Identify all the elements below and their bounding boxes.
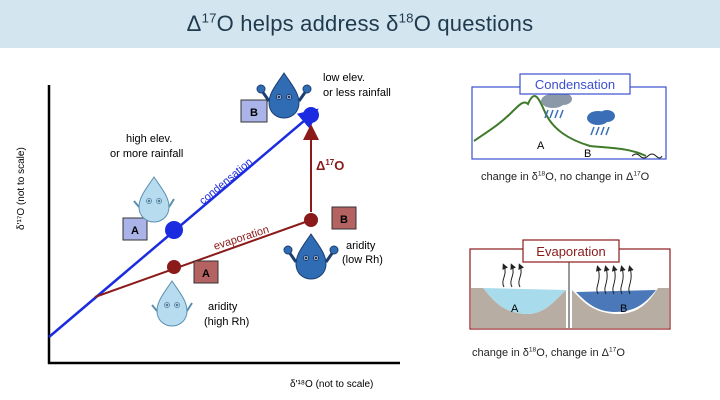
page-title: Δ17O helps address δ18O questions bbox=[187, 11, 534, 37]
evaporation-arrows-a-icon bbox=[502, 263, 524, 288]
condensation-title-box bbox=[519, 73, 631, 95]
svg-text:B: B bbox=[340, 214, 348, 226]
condensation-point-a-label: A bbox=[537, 140, 545, 152]
title-bar: Δ17O helps address δ18O questions bbox=[0, 0, 720, 48]
condensation-title: Condensation bbox=[535, 77, 615, 92]
evaporation-panel: A B Evaporation bbox=[469, 239, 671, 330]
svg-text:A: A bbox=[202, 268, 210, 280]
x-axis-label: δ'¹⁸O (not to scale) bbox=[290, 379, 373, 390]
badge-a-blue: A bbox=[122, 217, 148, 241]
badge-a-red: A bbox=[193, 260, 219, 284]
condensation-line-label: condensation bbox=[197, 156, 255, 207]
condensation-panel: A B Condensation bbox=[471, 73, 667, 160]
droplet-strong-blue-icon bbox=[256, 72, 312, 119]
badge-b-blue: B bbox=[240, 99, 268, 123]
badge-b-red: B bbox=[331, 206, 357, 230]
evaporation-point-a bbox=[167, 260, 181, 274]
condensation-point-b bbox=[303, 107, 319, 123]
evaporation-point-b-label: B bbox=[620, 303, 627, 315]
title-sup-18: 18 bbox=[398, 10, 414, 26]
y-axis-label: δ'¹⁷O (not to scale) bbox=[16, 147, 27, 230]
condensation-point-b-label: B bbox=[584, 148, 591, 160]
svg-text:A: A bbox=[131, 225, 139, 237]
low-elev-label: low elev. or less rainfall bbox=[323, 72, 391, 99]
droplet-strong-red-icon bbox=[283, 233, 339, 280]
aridity-high-label: aridity (high Rh) bbox=[204, 301, 249, 328]
droplet-weak-blue-icon bbox=[133, 176, 175, 223]
condensation-point-a bbox=[165, 221, 183, 239]
title-delta: Δ bbox=[186, 11, 202, 36]
delta17o-arrow-label: Δ17O bbox=[316, 158, 344, 173]
cloud-blue-icon bbox=[587, 110, 615, 136]
droplet-weak-red-icon bbox=[151, 280, 193, 327]
title-end: O questions bbox=[413, 11, 534, 36]
condensation-caption: change in δ18O, no change in Δ17O bbox=[481, 170, 650, 183]
evaporation-point-a-label: A bbox=[511, 303, 519, 315]
high-elev-label: high elev. or more rainfall bbox=[110, 133, 183, 160]
evaporation-line bbox=[94, 219, 312, 298]
evaporation-title-box bbox=[522, 239, 620, 263]
evaporation-point-b bbox=[304, 213, 318, 227]
main-axes bbox=[47, 85, 400, 365]
evaporation-title: Evaporation bbox=[536, 244, 605, 259]
cloud-dark-icon bbox=[541, 93, 572, 119]
title-mid: O helps address δ bbox=[216, 11, 399, 36]
evaporation-caption: change in δ18O, change in Δ17O bbox=[472, 346, 625, 359]
aridity-low-label: aridity (low Rh) bbox=[342, 240, 383, 266]
title-sup-17: 17 bbox=[201, 10, 217, 26]
evaporation-arrows-b-icon bbox=[595, 265, 634, 295]
svg-text:B: B bbox=[250, 107, 258, 119]
